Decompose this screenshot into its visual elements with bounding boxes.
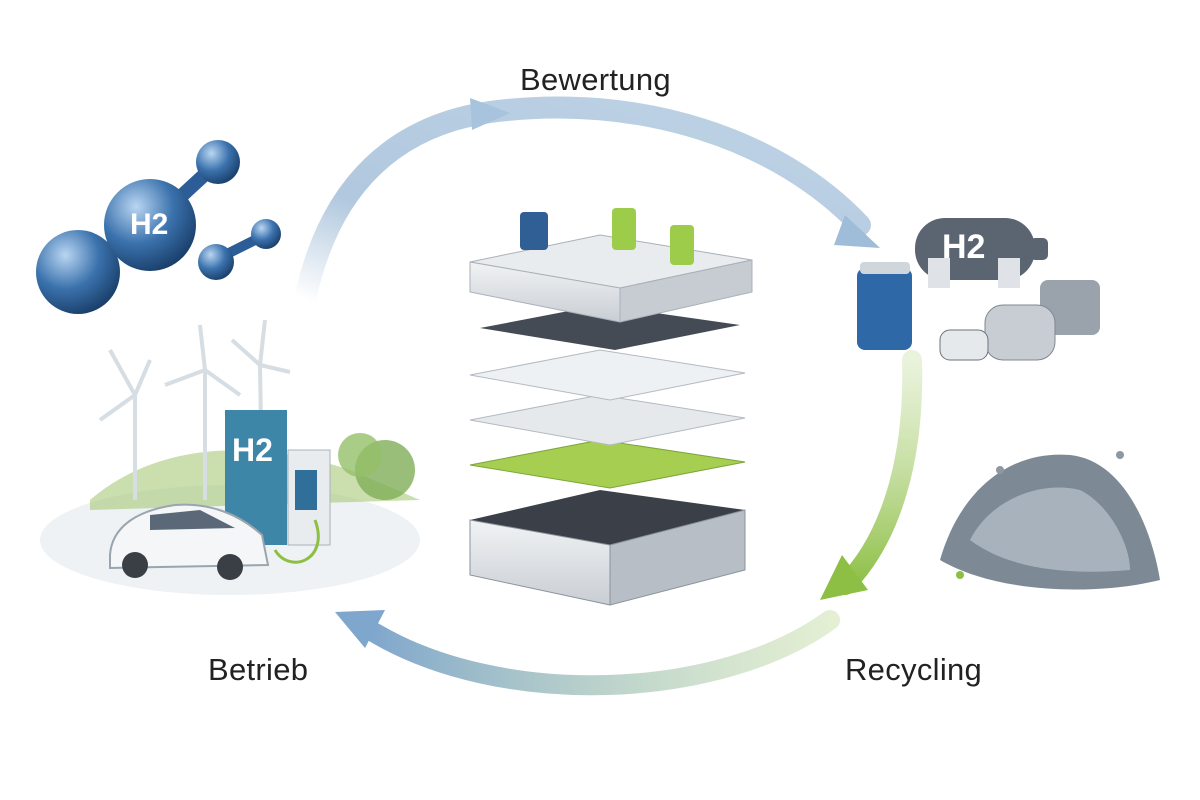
arrow-top (294, 96, 880, 311)
pump-label: H2 (232, 432, 273, 468)
arrow-recycling (820, 350, 923, 600)
molecule-label: H2 (130, 208, 169, 241)
hydrogen-molecule-icon (36, 140, 281, 314)
operation-scene (40, 319, 420, 595)
arrowhead-icon (820, 555, 868, 600)
arrowhead-icon (470, 98, 510, 130)
tank-label: H2 (942, 228, 986, 266)
fuel-cell-stack (469, 208, 753, 606)
car-icon (109, 503, 270, 580)
stage-label-evaluation: Bewertung (520, 62, 671, 97)
recovery-components (857, 218, 1100, 361)
arrow-bottom (335, 610, 840, 696)
wind-turbine-icon (98, 319, 291, 500)
arrowhead-icon (834, 215, 880, 248)
recycled-material-pile (940, 451, 1160, 590)
stage-label-operation: Betrieb (208, 652, 309, 687)
jar-icon (857, 268, 912, 350)
arrowhead-icon (335, 610, 385, 648)
stage-label-recycling: Recycling (845, 652, 983, 687)
